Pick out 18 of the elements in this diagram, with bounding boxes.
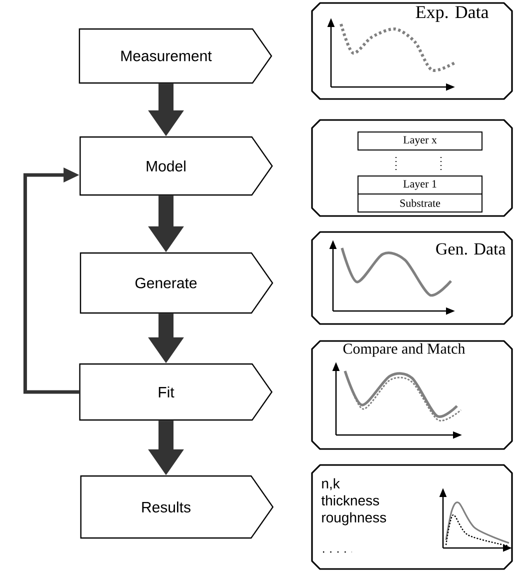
chart-panel xyxy=(311,340,513,450)
chart-panel xyxy=(311,231,513,325)
layer-box: Layer 1 xyxy=(358,176,482,194)
feedback-arrow xyxy=(23,167,80,394)
result-list: n,k thickness roughness xyxy=(321,478,386,526)
layer-stack-panel xyxy=(311,119,513,217)
layer-box: Substrate xyxy=(358,194,482,212)
process-box: Generate xyxy=(80,252,274,314)
panel-title: Compare and Match xyxy=(343,343,466,357)
process-box: Model xyxy=(80,136,273,196)
panel-title: Gen. Data xyxy=(436,243,506,255)
layer-box: Layer x xyxy=(358,132,482,150)
process-box: Measurement xyxy=(78,28,272,84)
process-box: Fit xyxy=(79,363,273,421)
chart-panel xyxy=(311,464,513,570)
panel-title: Exp. Data xyxy=(416,6,489,22)
process-box: Results xyxy=(80,475,274,539)
chart-panel xyxy=(311,2,513,100)
